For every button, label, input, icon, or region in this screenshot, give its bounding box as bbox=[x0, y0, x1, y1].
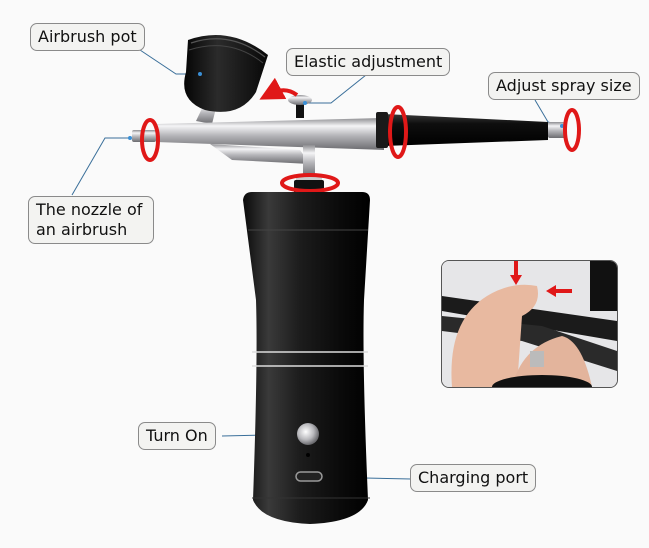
label-nozzle-line1: The nozzle of bbox=[36, 200, 143, 219]
label-adjust-spray-size: Adjust spray size bbox=[488, 72, 640, 100]
airbrush-pot bbox=[184, 35, 268, 124]
trigger-closeup-inset bbox=[441, 260, 618, 388]
airbrush-gun bbox=[128, 95, 566, 194]
label-charging-port: Charging port bbox=[410, 464, 537, 492]
label-turn-on: Turn On bbox=[138, 422, 216, 450]
label-elastic-adjustment: Elastic adjustment bbox=[286, 48, 451, 76]
usb-c-port bbox=[295, 471, 323, 482]
label-nozzle-line2: an airbrush bbox=[36, 220, 128, 239]
power-button[interactable] bbox=[297, 423, 319, 445]
compressor-body bbox=[243, 192, 370, 524]
label-nozzle: The nozzle of an airbrush bbox=[28, 196, 154, 244]
rotation-arrows bbox=[140, 77, 581, 193]
label-airbrush-pot: Airbrush pot bbox=[30, 23, 145, 51]
